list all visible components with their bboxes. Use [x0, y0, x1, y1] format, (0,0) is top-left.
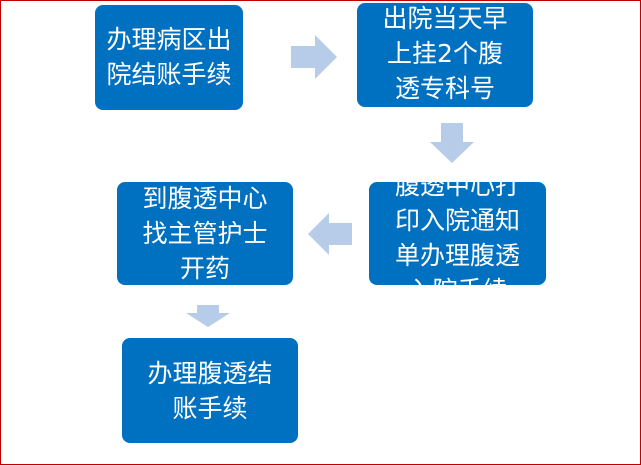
step-4-text: 到腹透中心 找主管护士 开药 [142, 184, 268, 283]
step-1-text: 办理病区出 院结账手续 [106, 25, 232, 89]
arrow-right-icon [291, 35, 337, 79]
step-2-box: 出院当天早 上挂2个腹 透专科号 [357, 3, 533, 107]
arrow-down-icon [430, 123, 474, 163]
step-4-box: 到腹透中心 找主管护士 开药 [117, 182, 293, 285]
arrow-down-icon [186, 305, 230, 327]
step-2-text: 出院当天早 上挂2个腹 透专科号 [382, 4, 508, 103]
step-1-box: 办理病区出 院结账手续 [95, 5, 243, 110]
arrow-left-icon [308, 213, 352, 255]
step-5-text: 办理腹透结 账手续 [147, 359, 273, 423]
step-3-text: 腹透中心打 印入院通知 单办理腹透 入院手续 [394, 182, 520, 285]
step-3-box: 腹透中心打 印入院通知 单办理腹透 入院手续 [369, 182, 546, 285]
step-5-box: 办理腹透结 账手续 [122, 338, 298, 443]
